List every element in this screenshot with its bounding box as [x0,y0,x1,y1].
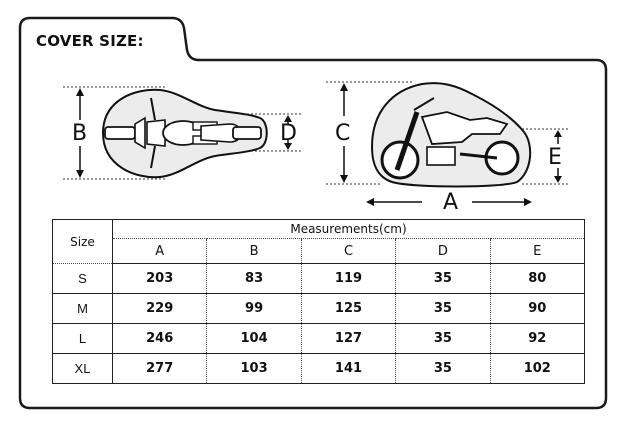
value-cell: 246 [111,323,208,354]
top-view-diagram [63,86,303,180]
value-cell: 35 [395,293,491,324]
size-cell: XL [52,353,113,384]
page-title: COVER SIZE: [36,32,144,50]
column-header-d: D [395,238,491,264]
value-cell: 229 [111,293,208,324]
value-cell: 35 [395,353,491,384]
table-row: S 203 83 119 35 80 [52,263,586,294]
value-cell: 104 [206,323,302,354]
table-row: XL 277 103 141 35 102 [52,353,586,384]
column-header-c: C [300,238,397,264]
dimension-label-d: D [280,121,297,146]
column-header-e: E [489,238,586,264]
value-cell: 83 [206,263,302,294]
size-cell: M [52,293,113,324]
dimension-label-c: C [335,121,351,146]
value-cell: 119 [300,263,397,294]
value-cell: 35 [395,323,491,354]
value-cell: 277 [111,353,208,384]
value-cell: 125 [300,293,397,324]
size-table: Size Measurements(cm) A B C D E S 203 83… [52,219,586,384]
value-cell: 99 [206,293,302,324]
side-view-diagram [326,81,570,206]
dimension-label-a: A [443,190,459,215]
value-cell: 203 [111,263,208,294]
column-header-b: B [206,238,302,264]
size-header: Size [52,219,113,264]
column-header-a: A [111,238,208,264]
table-row: M 229 99 125 35 90 [52,293,586,324]
value-cell: 90 [489,293,586,324]
dimension-label-e: E [548,145,562,170]
measurements-header: Measurements(cm) [112,219,585,239]
dimension-label-b: B [72,121,88,146]
size-cell: S [52,263,113,294]
value-cell: 127 [300,323,397,354]
size-cell: L [52,323,113,354]
value-cell: 92 [489,323,586,354]
value-cell: 103 [206,353,302,384]
value-cell: 80 [489,263,586,294]
value-cell: 102 [489,353,586,384]
value-cell: 35 [395,263,491,294]
table-row: L 246 104 127 35 92 [52,323,586,354]
value-cell: 141 [300,353,397,384]
